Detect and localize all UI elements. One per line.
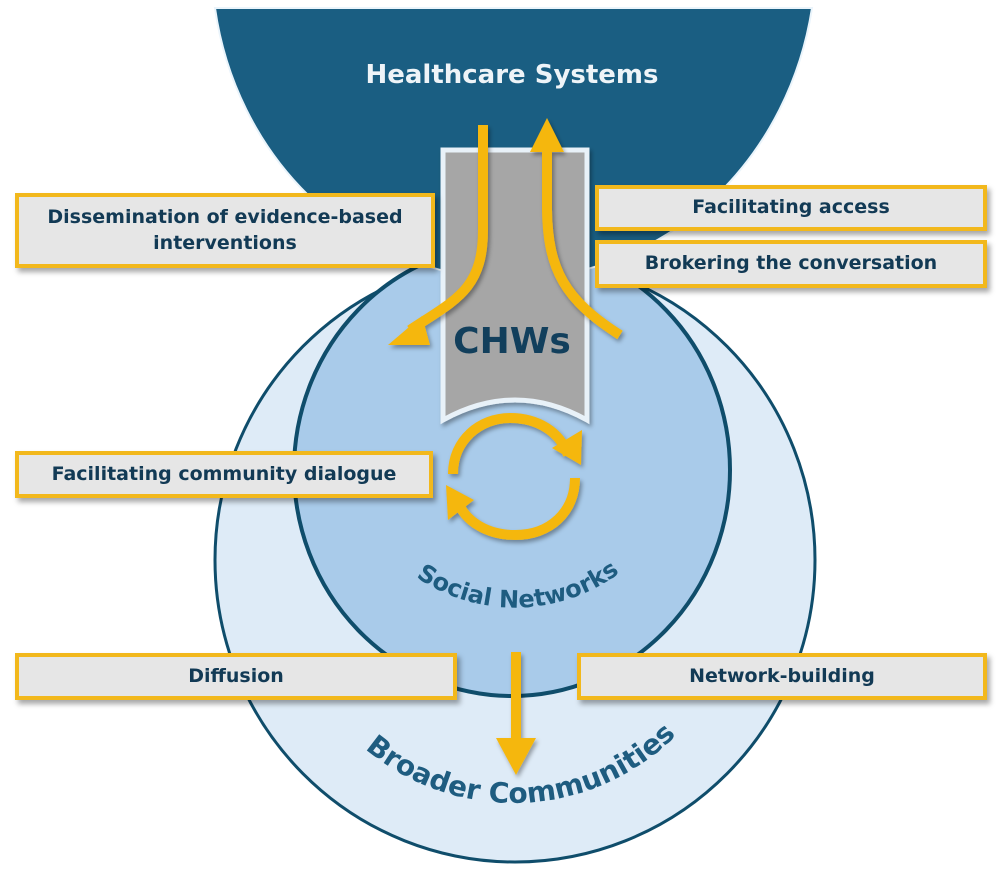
access-arrow-icon xyxy=(530,118,623,340)
network-building-label: Network-building xyxy=(689,664,875,687)
community-dialogue-box: Facilitating community dialogue xyxy=(15,451,433,498)
facilitating-access-label: Facilitating access xyxy=(692,196,890,219)
diffusion-label: Diffusion xyxy=(188,664,284,687)
healthcare-systems-label: Healthcare Systems xyxy=(365,60,658,90)
brokering-conversation-box: Brokering the conversation xyxy=(595,240,987,288)
dissemination-arrow-icon xyxy=(388,125,488,345)
community-dialogue-label: Facilitating community dialogue xyxy=(51,462,397,485)
cycle-arrows-icon xyxy=(446,412,582,541)
diffusion-arrow-icon xyxy=(496,652,536,775)
facilitating-access-box: Facilitating access xyxy=(595,185,987,231)
chws-label: CHWs xyxy=(453,321,571,362)
dissemination-line2: interventions xyxy=(153,231,297,254)
dissemination-box: Dissemination of evidence-based interven… xyxy=(15,193,435,268)
brokering-conversation-label: Brokering the conversation xyxy=(644,252,938,275)
diffusion-box: Diffusion xyxy=(15,653,457,700)
dissemination-line1: Dissemination of evidence-based xyxy=(47,205,403,228)
network-building-box: Network-building xyxy=(577,653,987,700)
